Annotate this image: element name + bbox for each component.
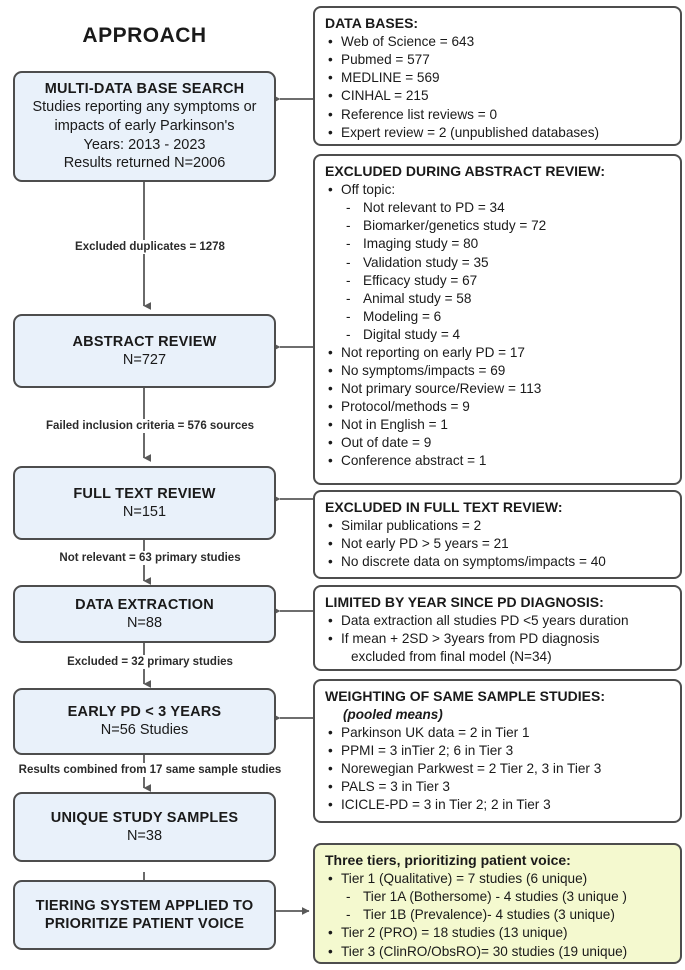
- list-item: Pubmed = 577: [325, 51, 672, 69]
- flow-box-title: EARLY PD < 3 YEARS: [67, 704, 222, 721]
- list-item: No symptoms/impacts = 69: [325, 362, 672, 380]
- edge-label-results-combined: Results combined from 17 same sample stu…: [0, 763, 300, 777]
- flow-box-line: Studies reporting any symptoms or: [32, 98, 257, 115]
- list-item: PPMI = 3 inTier 2; 6 in Tier 3: [325, 742, 672, 760]
- edge-label-excluded-primary-studies: Excluded = 32 primary studies: [0, 655, 300, 669]
- list-item: Not in English = 1: [325, 416, 672, 434]
- note-heading: WEIGHTING OF SAME SAMPLE STUDIES:: [325, 688, 606, 704]
- note-heading: LIMITED BY YEAR SINCE PD DIAGNOSIS:: [325, 594, 604, 610]
- list-item: Norewegian Parkwest = 2 Tier 2, 3 in Tie…: [325, 760, 672, 778]
- list-item: Off topic:: [325, 181, 672, 199]
- list-item: Web of Science = 643: [325, 33, 672, 51]
- note-heading: DATA BASES:: [325, 15, 419, 31]
- note-heading: Three tiers, prioritizing patient voice:: [325, 852, 571, 868]
- flow-box-title: DATA EXTRACTION: [75, 596, 214, 613]
- list-item: MEDLINE = 569: [325, 69, 672, 87]
- flow-box-line: N=88: [126, 614, 163, 631]
- list-item: Tier 1 (Qualitative) = 7 studies (6 uniq…: [325, 870, 672, 888]
- flow-box-line: N=56 Studies: [100, 722, 189, 739]
- excluded-abstract-list: Off topic: Not relevant to PD = 34 Bioma…: [325, 181, 672, 470]
- list-item: Imaging study = 80: [325, 235, 672, 253]
- edge-label-excluded-duplicates: Excluded duplicates = 1278: [0, 240, 300, 254]
- flow-box-line: N=38: [126, 827, 163, 844]
- flow-box-unique-study-samples[interactable]: UNIQUE STUDY SAMPLES N=38: [13, 792, 276, 862]
- list-item: Not primary source/Review = 113: [325, 380, 672, 398]
- excluded-fulltext-list: Similar publications = 2 Not early PD > …: [325, 517, 672, 571]
- edge-label-failed-inclusion-criteria: Failed inclusion criteria = 576 sources: [0, 419, 300, 433]
- list-item: ICICLE-PD = 3 in Tier 2; 2 in Tier 3: [325, 796, 672, 814]
- limited-by-year-list: Data extraction all studies PD <5 years …: [325, 612, 672, 666]
- list-item: Similar publications = 2: [325, 517, 672, 535]
- list-item: Out of date = 9: [325, 434, 672, 452]
- note-heading: EXCLUDED IN FULL TEXT REVIEW:: [325, 499, 563, 515]
- list-item: Expert review = 2 (unpublished databases…: [325, 124, 672, 142]
- list-item: Parkinson UK data = 2 in Tier 1: [325, 724, 672, 742]
- list-item: Conference abstract = 1: [325, 452, 672, 470]
- flow-box-title: TIERING SYSTEM APPLIED TO: [35, 897, 254, 914]
- list-item: Digital study = 4: [325, 326, 672, 344]
- flow-box-line: Results returned N=2006: [63, 155, 226, 172]
- list-item: Efficacy study = 67: [325, 272, 672, 290]
- list-item: Protocol/methods = 9: [325, 398, 672, 416]
- weighting-list: Parkinson UK data = 2 in Tier 1 PPMI = 3…: [325, 724, 672, 814]
- note-heading: EXCLUDED DURING ABSTRACT REVIEW:: [325, 163, 606, 179]
- list-item: Animal study = 58: [325, 290, 672, 308]
- list-item: Modeling = 6: [325, 308, 672, 326]
- list-item: Not early PD > 5 years = 21: [325, 535, 672, 553]
- list-item: Not relevant to PD = 34: [325, 199, 672, 217]
- list-item: Tier 3 (ClinRO/ObsRO)= 30 studies (19 un…: [325, 943, 672, 961]
- flow-box-line: N=151: [122, 503, 167, 520]
- list-item: No discrete data on symptoms/impacts = 4…: [325, 553, 672, 571]
- flow-box-title: MULTI-DATA BASE SEARCH: [44, 80, 245, 97]
- note-box-databases[interactable]: DATA BASES: Web of Science = 643 Pubmed …: [313, 6, 682, 146]
- flow-box-data-extraction[interactable]: DATA EXTRACTION N=88: [13, 585, 276, 643]
- note-box-excluded-full-text-review[interactable]: EXCLUDED IN FULL TEXT REVIEW: Similar pu…: [313, 490, 682, 579]
- note-box-excluded-abstract-review[interactable]: EXCLUDED DURING ABSTRACT REVIEW: Off top…: [313, 154, 682, 485]
- flow-box-line: N=727: [122, 351, 167, 368]
- note-box-limited-by-year[interactable]: LIMITED BY YEAR SINCE PD DIAGNOSIS: Data…: [313, 585, 682, 671]
- flow-box-early-pd-under-3-years[interactable]: EARLY PD < 3 YEARS N=56 Studies: [13, 688, 276, 755]
- flow-box-title: PRIORITIZE PATIENT VOICE: [44, 916, 245, 932]
- flow-box-full-text-review[interactable]: FULL TEXT REVIEW N=151: [13, 466, 276, 540]
- list-item: Reference list reviews = 0: [325, 106, 672, 124]
- list-item: If mean + 2SD > 3years from PD diagnosis: [325, 630, 672, 648]
- note-box-three-tiers[interactable]: Three tiers, prioritizing patient voice:…: [313, 843, 682, 964]
- flow-box-tiering-system-applied[interactable]: TIERING SYSTEM APPLIED TO PRIORITIZE PAT…: [13, 880, 276, 950]
- list-item: PALS = 3 in Tier 3: [325, 778, 672, 796]
- flow-box-title: UNIQUE STUDY SAMPLES: [50, 809, 239, 826]
- list-item: Data extraction all studies PD <5 years …: [325, 612, 672, 630]
- list-item: excluded from final model (N=34): [351, 649, 552, 665]
- list-item: Biomarker/genetics study = 72: [325, 217, 672, 235]
- page-title: APPROACH: [82, 24, 207, 47]
- flow-box-line: impacts of early Parkinson's: [54, 117, 235, 134]
- tiers-list: Tier 1 (Qualitative) = 7 studies (6 uniq…: [325, 870, 672, 960]
- flow-box-line: Years: 2013 - 2023: [83, 136, 206, 153]
- list-item: Validation study = 35: [325, 254, 672, 272]
- note-subheading: (pooled means): [343, 707, 443, 723]
- databases-list: Web of Science = 643 Pubmed = 577 MEDLIN…: [325, 33, 672, 142]
- list-item: Not reporting on early PD = 17: [325, 344, 672, 362]
- edge-label-not-relevant: Not relevant = 63 primary studies: [0, 551, 300, 565]
- flow-box-title: FULL TEXT REVIEW: [73, 485, 216, 502]
- list-item: Tier 2 (PRO) = 18 studies (13 unique): [325, 924, 672, 942]
- flow-box-multi-data-base-search[interactable]: MULTI-DATA BASE SEARCH Studies reporting…: [13, 71, 276, 182]
- list-item: CINHAL = 215: [325, 87, 672, 105]
- list-item: Tier 1B (Prevalence)- 4 studies (3 uniqu…: [325, 906, 672, 924]
- list-item: Tier 1A (Bothersome) - 4 studies (3 uniq…: [325, 888, 672, 906]
- flow-box-abstract-review[interactable]: ABSTRACT REVIEW N=727: [13, 314, 276, 388]
- flow-box-title: ABSTRACT REVIEW: [72, 333, 217, 350]
- note-box-weighting-same-sample-studies[interactable]: WEIGHTING OF SAME SAMPLE STUDIES: (poole…: [313, 679, 682, 823]
